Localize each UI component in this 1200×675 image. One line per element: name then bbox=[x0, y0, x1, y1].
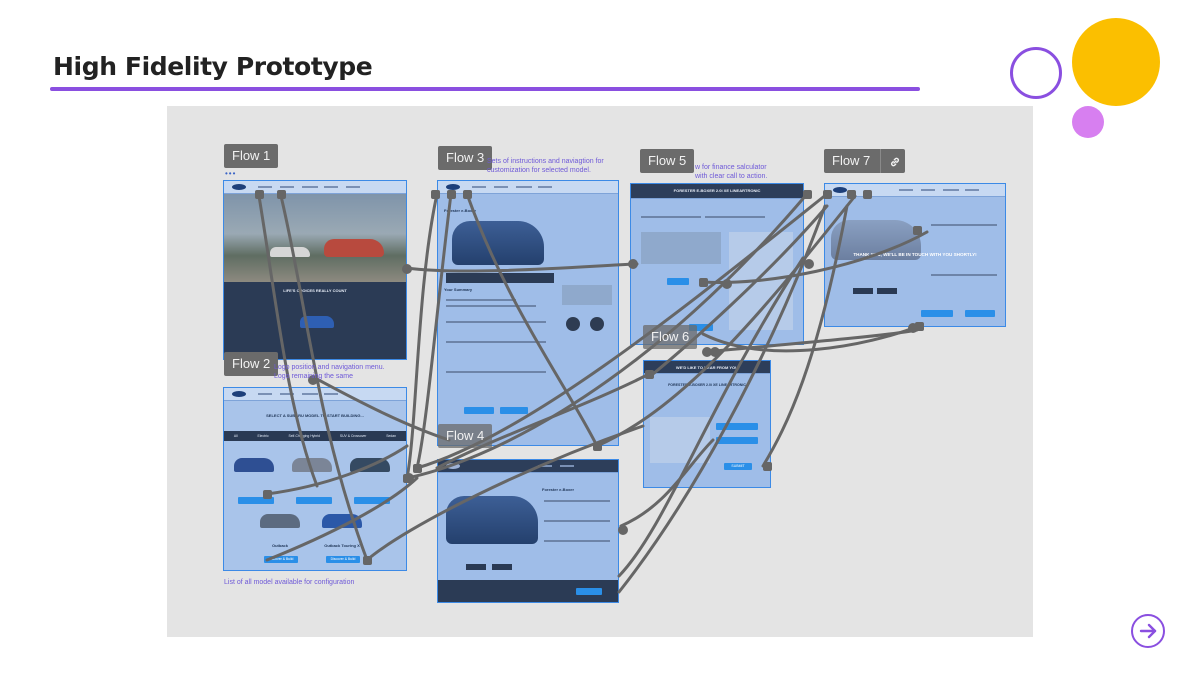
flow-3-label[interactable]: Flow 3 bbox=[438, 146, 493, 170]
arrow-right-icon bbox=[1139, 623, 1157, 639]
discover-build-button[interactable]: Discover & Build bbox=[326, 556, 360, 563]
flow-4-label[interactable]: Flow 4 bbox=[438, 424, 493, 448]
model-title: Forester e-Boxer bbox=[444, 208, 477, 213]
flow-1-dots: ••• bbox=[225, 169, 237, 178]
flow-2-label[interactable]: Flow 2 bbox=[224, 352, 279, 376]
next-slide-button[interactable] bbox=[1131, 614, 1165, 648]
screen-enquiry[interactable]: WE'D LIKE TO HEAR FROM YOU FORESTER E-BO… bbox=[643, 360, 771, 488]
model-name-outback: Outback bbox=[271, 543, 288, 548]
flow-7-text: Flow 7 bbox=[832, 153, 871, 168]
flow-3-note: Sets of instructions and naviagtion for … bbox=[487, 158, 604, 174]
prototype-canvas: LIFE'S CHOICES REALLY COUNT SELECT A SUB… bbox=[167, 106, 1033, 637]
pink-circle-decoration bbox=[1072, 106, 1104, 138]
summary-heading: Your Summary bbox=[444, 287, 473, 292]
model-tab[interactable]: SUV & Crossover bbox=[339, 434, 367, 438]
thank-you-message: THANK YOU, WE'LL BE IN TOUCH WITH YOU SH… bbox=[853, 252, 977, 257]
enquiry-model-title: FORESTER E-BOXER 2.0i XE LINEARTRONIC bbox=[668, 383, 746, 387]
yellow-circle-decoration bbox=[1072, 18, 1160, 106]
model-list-note: List of all model available for configur… bbox=[224, 579, 355, 586]
discover-build-button[interactable]: Discover & Build bbox=[264, 556, 298, 563]
model-tab[interactable]: Sedan bbox=[386, 434, 397, 438]
title-underline bbox=[50, 87, 920, 91]
flow-5-note: w for finance salculator with clear call… bbox=[695, 164, 768, 180]
flow-connectors bbox=[255, 190, 929, 594]
model-tab[interactable]: Electric bbox=[257, 434, 269, 438]
flow-5-label[interactable]: Flow 5 bbox=[640, 149, 695, 173]
link-icon[interactable] bbox=[879, 149, 901, 173]
summary-model-title: Forester e-Boxer bbox=[542, 487, 575, 492]
model-tab[interactable]: All bbox=[233, 434, 238, 438]
select-model-heading: SELECT A SUBARU MODEL TO START BUILDING.… bbox=[266, 413, 364, 418]
screen-summary[interactable]: Forester e-Boxer bbox=[437, 459, 619, 603]
slide-title: High Fidelity Prototype bbox=[53, 52, 373, 81]
purple-ring-decoration bbox=[1010, 47, 1062, 99]
flow-7-label[interactable]: Flow 7 bbox=[824, 149, 905, 173]
flow-6-label[interactable]: Flow 6 bbox=[643, 325, 698, 349]
screen-home[interactable]: LIFE'S CHOICES REALLY COUNT bbox=[223, 180, 407, 360]
flow-2-note: Logo position and navigation menu. Logo … bbox=[274, 364, 385, 380]
flow-1-label[interactable]: Flow 1 bbox=[224, 144, 279, 168]
model-tab[interactable]: Self-Charging Hybrid bbox=[288, 434, 320, 438]
enquiry-submit-button[interactable]: SUBMIT bbox=[731, 464, 745, 468]
model-name-outback-touring: Outback Touring X bbox=[324, 543, 360, 548]
finance-header: FORESTER E-BOXER 2.0i XE LINEARTRONIC bbox=[673, 188, 761, 193]
home-banner-text: LIFE'S CHOICES REALLY COUNT bbox=[283, 288, 347, 293]
